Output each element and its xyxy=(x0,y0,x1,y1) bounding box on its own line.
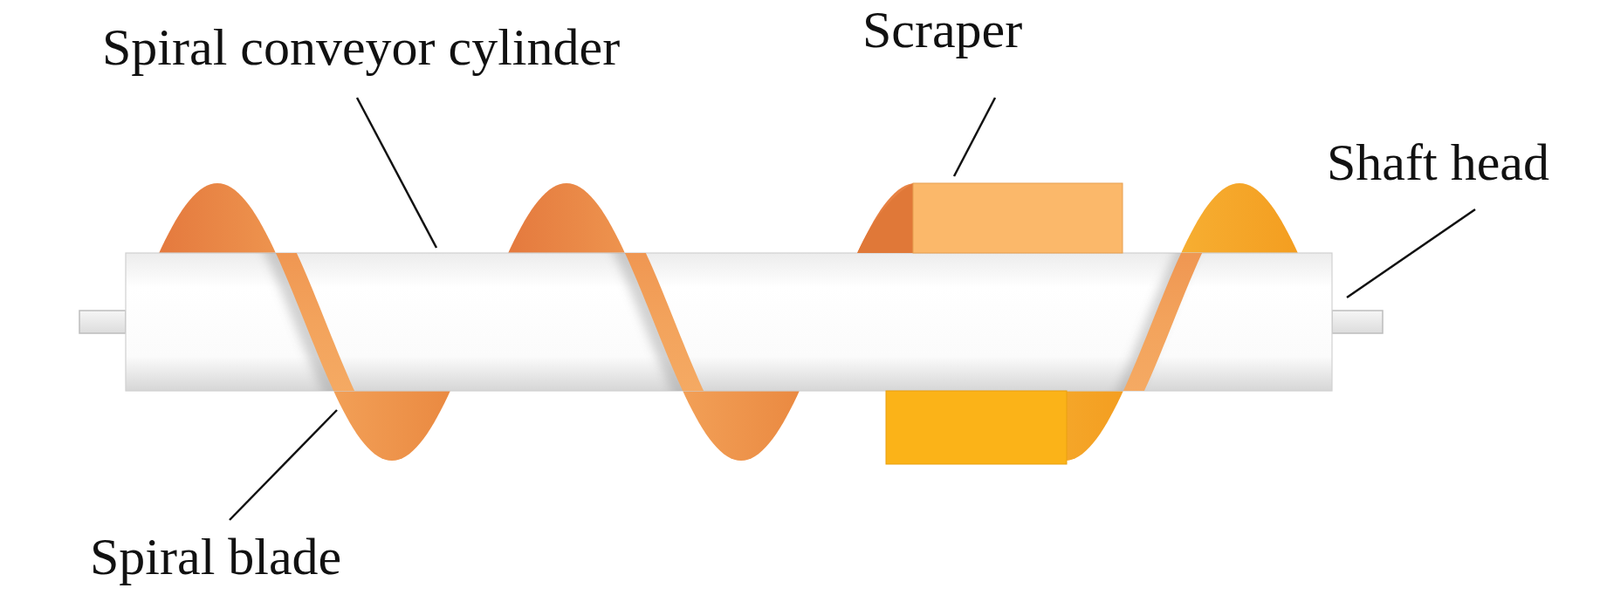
scraper-top xyxy=(913,183,1123,254)
shaft-head-left xyxy=(79,310,126,334)
leader-line xyxy=(954,97,996,177)
spiral-blade xyxy=(566,253,763,392)
leader-line xyxy=(229,410,337,521)
part-label: Spiral conveyor cylinder xyxy=(102,20,620,74)
part-label: Shaft head xyxy=(1326,136,1550,189)
leader-line xyxy=(357,97,437,248)
spiral-blade xyxy=(217,253,413,392)
spiral-blade xyxy=(1064,253,1261,392)
part-label: Scraper xyxy=(862,3,1023,56)
leader-line xyxy=(1346,209,1476,298)
part-label: Spiral blade xyxy=(89,530,342,584)
shaft-head-right xyxy=(1332,310,1383,334)
scraper-bottom xyxy=(885,391,1067,465)
scraper-cap-top xyxy=(857,183,914,254)
